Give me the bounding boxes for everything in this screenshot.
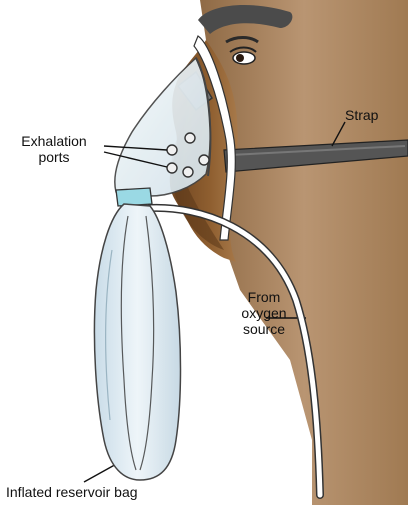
oxygen-source-label: From oxygen source (228, 289, 300, 337)
head-silhouette (200, 0, 408, 505)
exhalation-leader-1 (103, 145, 168, 151)
reservoir-bag (93, 203, 182, 481)
exhalation-label-line2: ports (38, 149, 70, 165)
strap-highlight (229, 145, 406, 156)
forehead-strap (193, 35, 236, 241)
exhalation-leader-2 (103, 151, 168, 168)
reservoir-bag-label: Inflated reservoir bag (6, 484, 138, 500)
source-label-line1: From (247, 289, 281, 305)
exhalation-ports (166, 132, 210, 178)
hair (198, 5, 293, 35)
exhalation-label-line1: Exhalation (21, 133, 87, 149)
oxygen-tube-inner (147, 205, 323, 498)
source-label-line2: oxygen (241, 305, 287, 321)
mask-connector (115, 187, 153, 207)
eyebrow (225, 36, 259, 44)
source-label-line3: source (242, 321, 286, 337)
reservoir-fold-2 (139, 215, 155, 471)
eyelid (229, 46, 257, 53)
reservoir-fold-1 (120, 215, 137, 471)
strap-leader (331, 121, 346, 147)
oxygen-mask (114, 56, 211, 197)
exhalation-ports-label: Exhalation ports (0, 133, 108, 165)
reservoir-fold-3 (105, 249, 113, 421)
strap-label: Strap (345, 107, 379, 123)
eye-iris (236, 54, 244, 62)
